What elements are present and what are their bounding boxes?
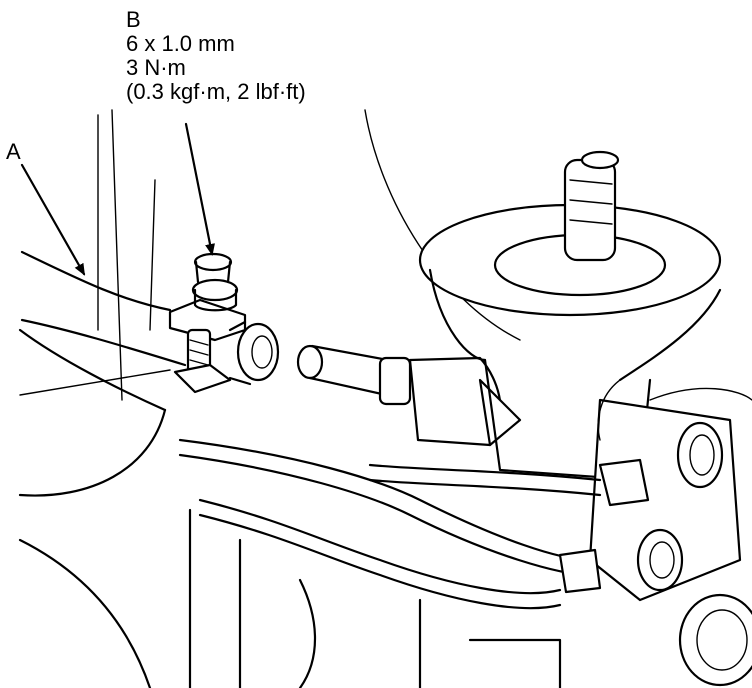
leader-arrow-b — [184, 122, 215, 256]
leader-arrow-a — [20, 163, 86, 276]
callout-b-size: 6 x 1.0 mm — [126, 31, 235, 56]
callout-b: B 6 x 1.0 mm 3 N·m (0.3 kgf·m, 2 lbf·ft) — [126, 8, 306, 104]
gearbox-inlet-pipe — [296, 344, 522, 447]
hose-end-fitting — [228, 320, 280, 386]
hose-clamp — [168, 278, 247, 394]
lower-components — [18, 508, 752, 688]
steering-gearbox — [418, 150, 742, 602]
callout-b-torque: 3 N·m — [126, 55, 186, 80]
label-a: A — [6, 139, 21, 164]
fluid-lines — [178, 438, 650, 610]
callout-b-letter: B — [126, 7, 141, 32]
clamp-bolt — [193, 252, 233, 284]
frame-lines — [19, 109, 752, 401]
callout-b-torque-alt: (0.3 kgf·m, 2 lbf·ft) — [126, 79, 306, 104]
power-steering-hose — [18, 250, 187, 497]
